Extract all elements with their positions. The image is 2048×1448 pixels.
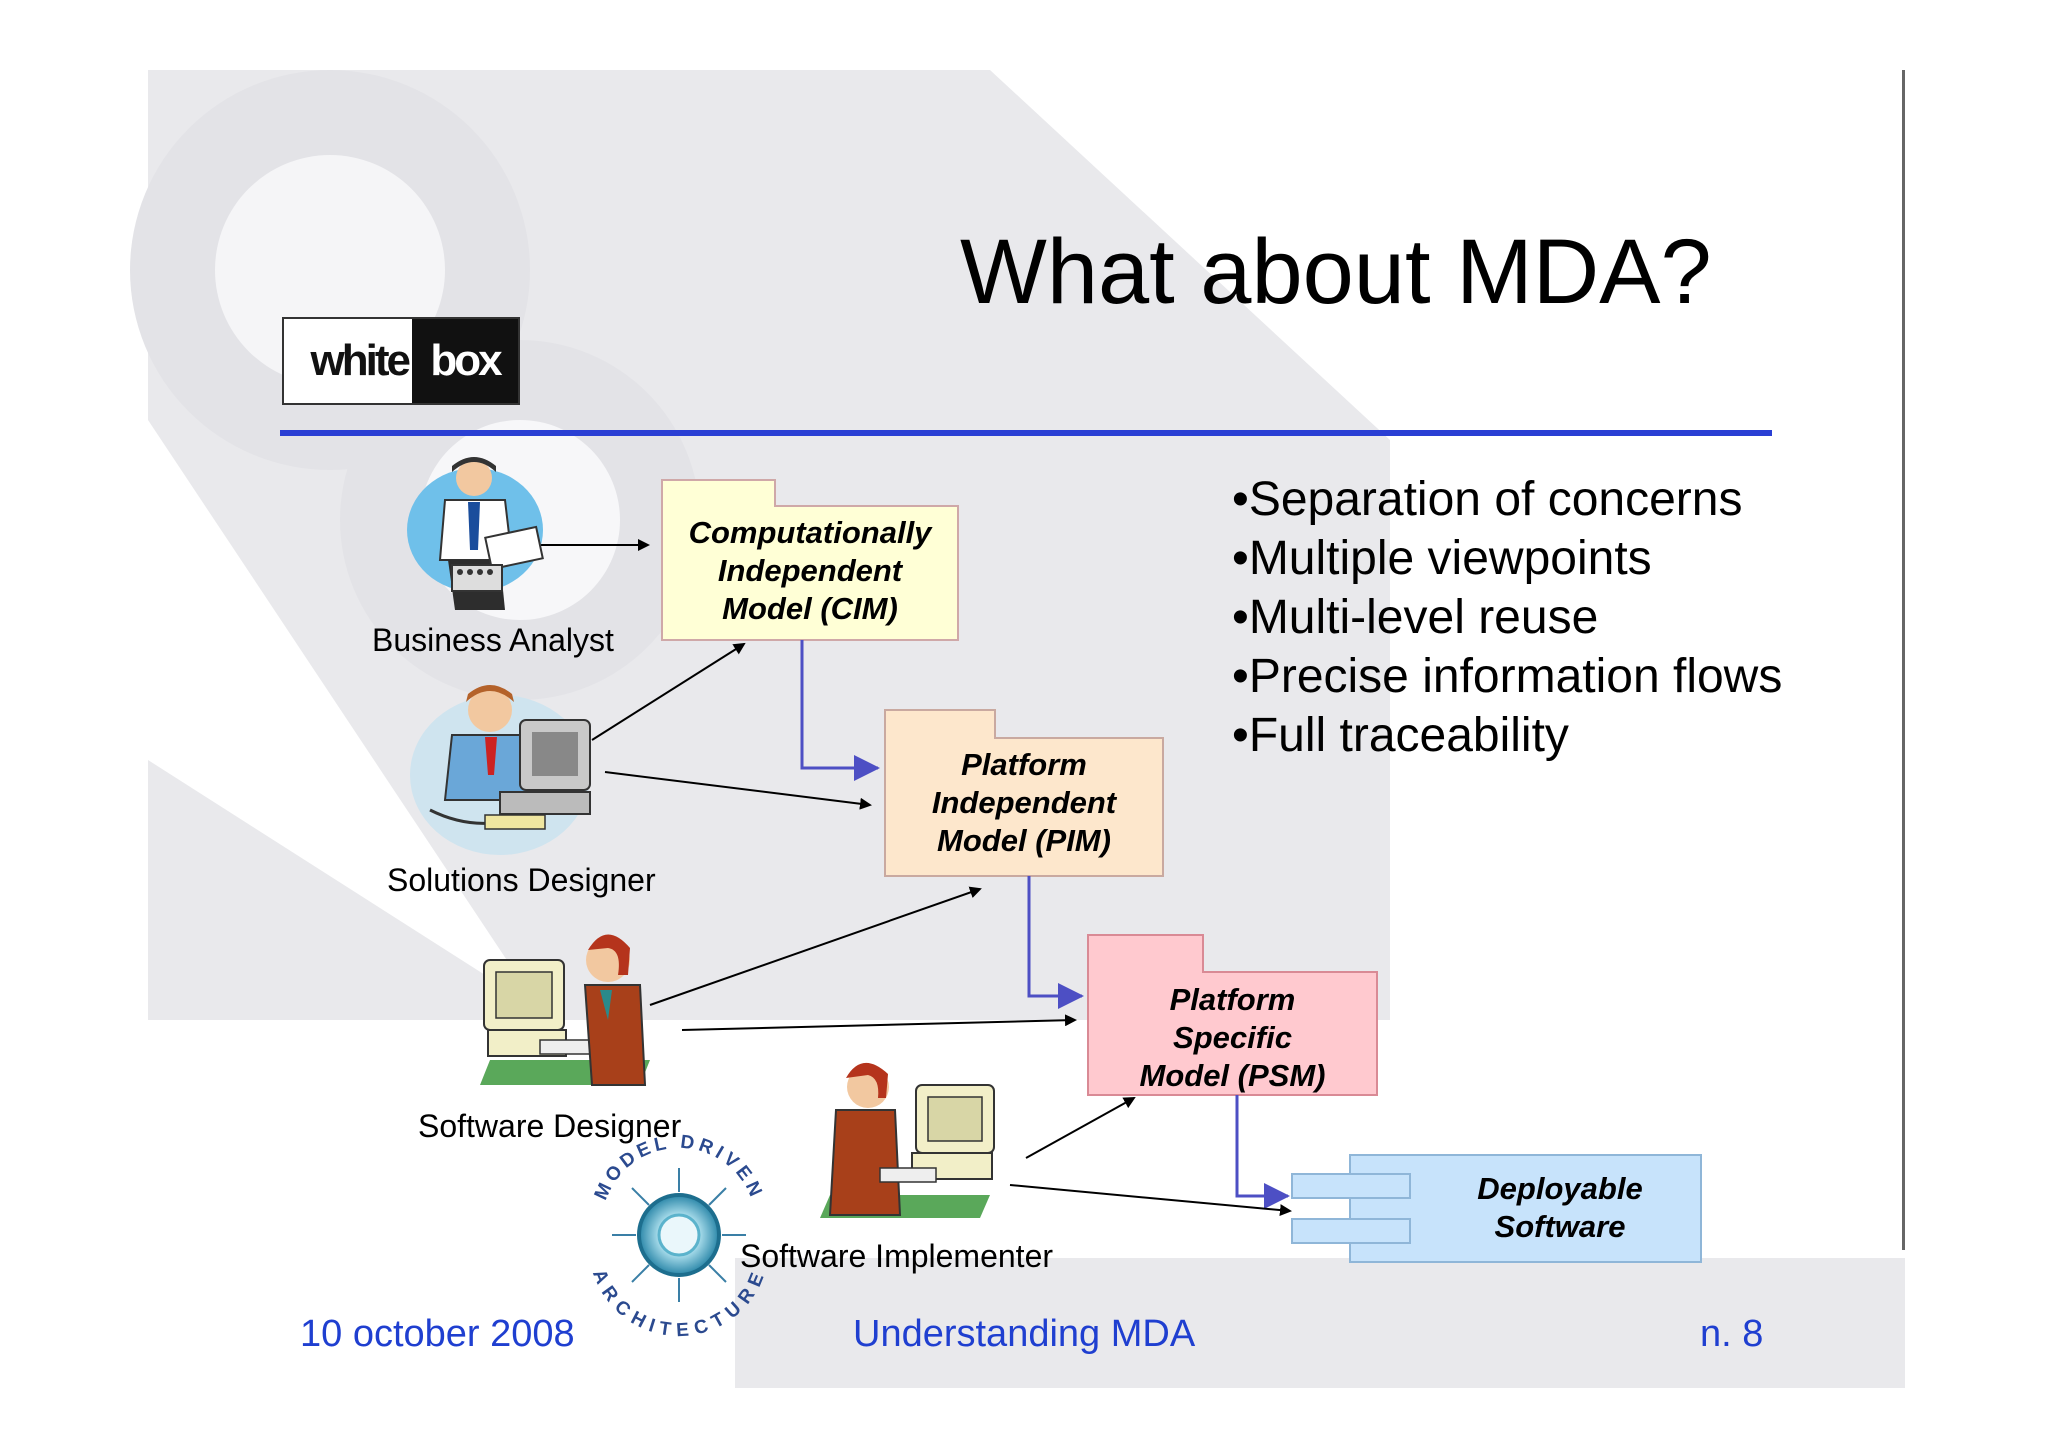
cim-label-line: Independent [717, 553, 903, 588]
software-designer-label: Software Designer [418, 1108, 682, 1144]
bullet-item: Multi-level reuse [1232, 588, 1782, 647]
bullet-item: Multiple viewpoints [1232, 529, 1782, 588]
pim-label: Platform Independent Model (PIM) [885, 746, 1163, 860]
logo-white-text: white [310, 336, 411, 385]
psm-label: Platform Specific Model (PSM) [1088, 981, 1377, 1095]
pim-model-box [884, 709, 1164, 877]
model-flow-connectors [800, 640, 1290, 1209]
mda-logo-emblem: MODEL DRIVEN ARCHITECTURE [588, 1132, 766, 1342]
pim-label-line: Independent [931, 785, 1117, 820]
cim-label-line: Model (CIM) [722, 591, 898, 626]
software-designer-illustration [480, 934, 650, 1086]
business-analyst-illustration [407, 457, 544, 610]
deployable-label: Deployable Software [1420, 1170, 1700, 1246]
footer-title: Understanding MDA [853, 1313, 1196, 1355]
solutions-designer-illustration [410, 685, 591, 855]
bullet-item: Precise information flows [1232, 647, 1783, 706]
deployable-label-line: Deployable [1477, 1171, 1643, 1206]
logo-box-text: box [412, 319, 518, 403]
bullet-item: Separation of concerns [1232, 470, 1782, 529]
bullet-item: Full traceability [1232, 706, 1782, 765]
pim-label-line: Model (PIM) [937, 823, 1111, 858]
deployable-component-box [1291, 1154, 1702, 1263]
psm-label-line: Specific [1173, 1020, 1292, 1055]
software-implementer-illustration [820, 1062, 995, 1218]
psm-label-line: Model (PSM) [1139, 1058, 1326, 1093]
bullet-list: Separation of concerns Multiple viewpoin… [1232, 470, 1783, 765]
cim-label-line: Computationally [688, 515, 932, 550]
psm-label-line: Platform [1169, 982, 1296, 1017]
psm-model-box [1087, 934, 1378, 1096]
actor-arrows [540, 539, 1292, 1217]
deployable-label-line: Software [1494, 1209, 1626, 1244]
cim-model-box [661, 479, 959, 641]
whitebox-logo: white box [282, 317, 520, 405]
footer-page-number: n. 8 [1700, 1313, 1764, 1355]
solutions-designer-label: Solutions Designer [387, 862, 656, 898]
slide-title: What about MDA? [960, 221, 1712, 323]
title-rule [280, 430, 1772, 436]
cim-label: Computationally Independent Model (CIM) [662, 514, 958, 628]
right-border-line [1902, 70, 1905, 1250]
footer-date: 10 october 2008 [300, 1313, 575, 1355]
software-implementer-label: Software Implementer [740, 1238, 1054, 1274]
business-analyst-label: Business Analyst [372, 622, 614, 658]
pim-label-line: Platform [961, 747, 1087, 782]
